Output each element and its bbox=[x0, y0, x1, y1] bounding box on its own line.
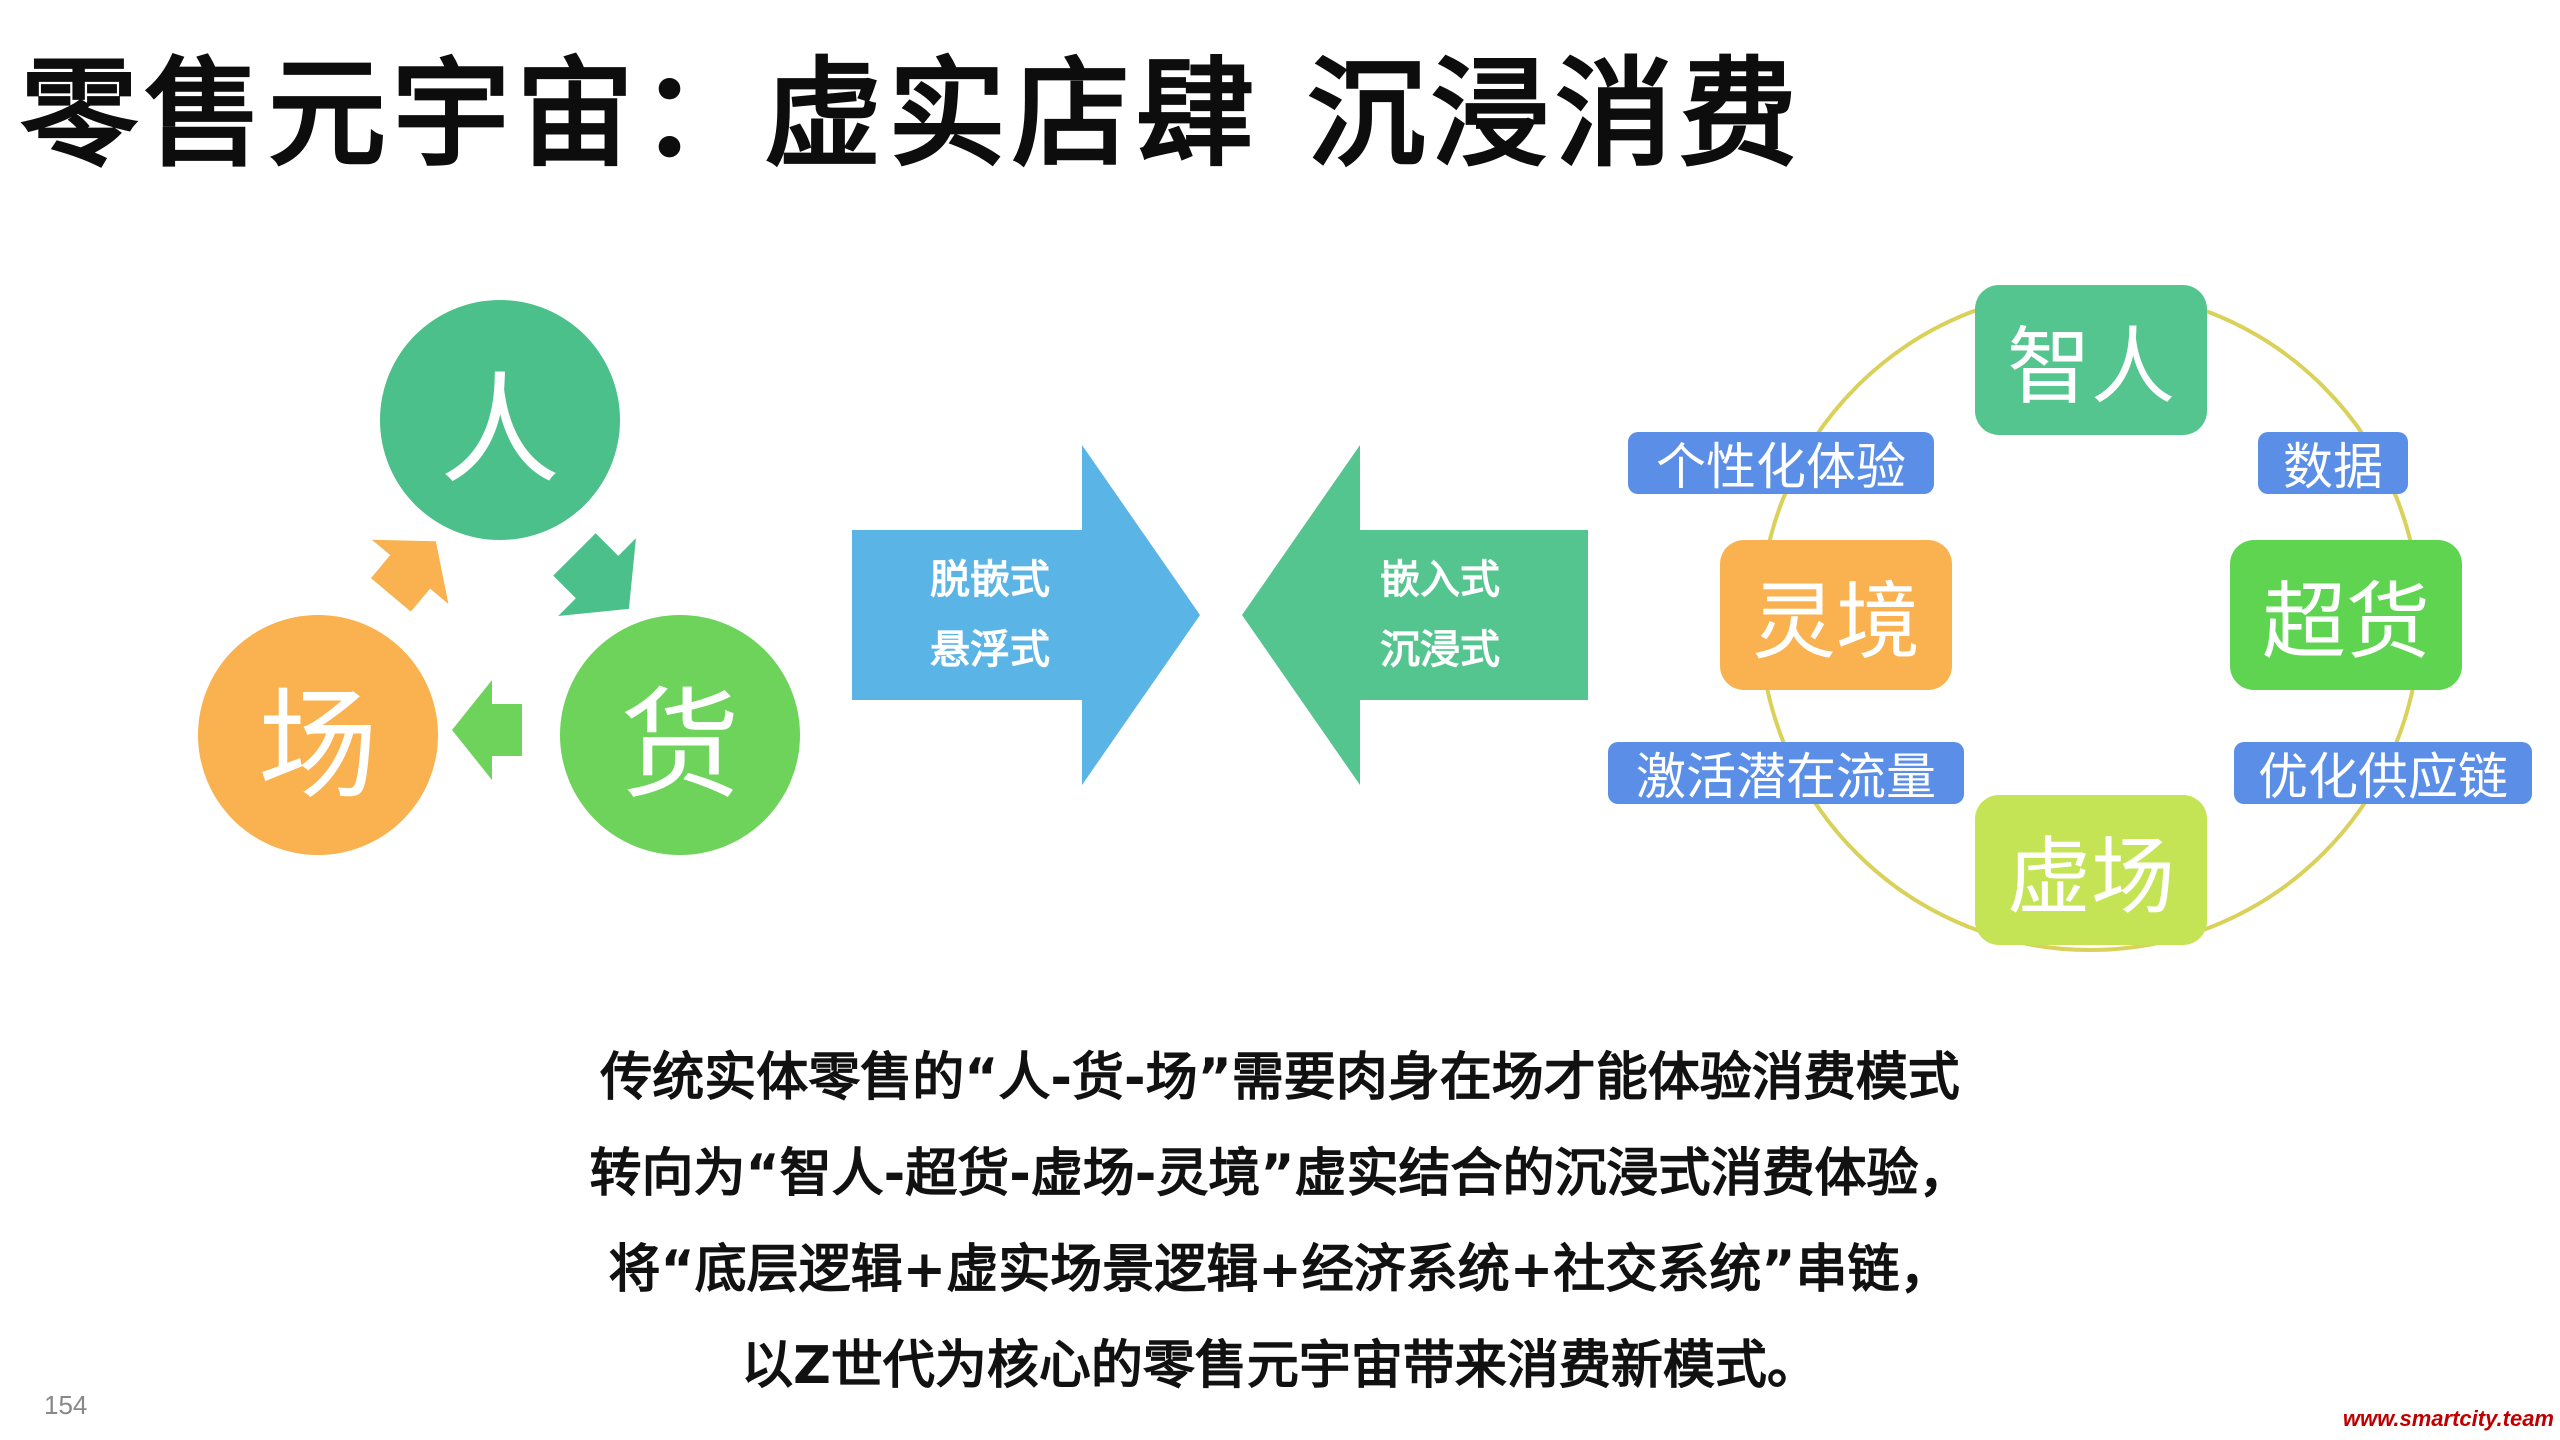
blue-arrow-line2: 悬浮式 bbox=[930, 627, 1050, 673]
tag-supply: 优化供应链 bbox=[2234, 742, 2532, 806]
description-block: 传统实体零售的“人-货-场”需要肉身在场才能体验消费模式 转向为“智人-超货-虚… bbox=[0, 1030, 2560, 1414]
circle-person-label: 人 bbox=[440, 362, 560, 501]
blue-arrow-right bbox=[852, 445, 1200, 785]
green-arrow-text: 嵌入式 沉浸式 bbox=[1350, 545, 1530, 685]
watermark: www.smartcity.team bbox=[2342, 1406, 2554, 1431]
description-line-4: 以Z世代为核心的零售元宇宙带来消费新模式。 bbox=[741, 1336, 1819, 1396]
description-line-3: 将“底层逻辑+虚实场景逻辑+经济系统+社交系统”串链， bbox=[608, 1240, 1952, 1300]
green-arrow-left bbox=[1242, 445, 1588, 785]
node-virtual-place: 虚场 bbox=[1975, 795, 2207, 945]
description-line-2: 转向为“智人-超货-虚场-灵境”虚实结合的沉浸式消费体验， bbox=[589, 1144, 1971, 1204]
tag-traffic: 激活潜在流量 bbox=[1608, 742, 1964, 806]
cycle-arrow-place-to-person bbox=[370, 539, 449, 612]
node-spirit-realm: 灵境 bbox=[1720, 540, 1952, 690]
blue-arrow-line1: 脱嵌式 bbox=[930, 557, 1050, 603]
node-super-goods: 超货 bbox=[2230, 540, 2462, 690]
circle-place: 场 bbox=[198, 615, 438, 855]
node-virtual-place-label: 虚场 bbox=[2006, 827, 2175, 926]
circle-place-label: 场 bbox=[258, 677, 378, 816]
node-smart-person: 智人 bbox=[1975, 285, 2207, 435]
node-spirit-realm-label: 灵境 bbox=[1751, 572, 1920, 671]
cycle-arrow-goods-to-place bbox=[452, 680, 522, 780]
page-number: 154 bbox=[44, 1390, 88, 1420]
circle-goods: 货 bbox=[560, 615, 800, 855]
tag-personalized: 个性化体验 bbox=[1628, 432, 1934, 496]
node-smart-person-label: 智人 bbox=[2006, 317, 2175, 416]
node-super-goods-label: 超货 bbox=[2261, 572, 2430, 671]
green-arrow-line2: 沉浸式 bbox=[1380, 627, 1500, 673]
page-title: 零售元宇宙：虚实店肆 沉浸消费 bbox=[20, 45, 1804, 183]
blue-arrow-text: 脱嵌式 悬浮式 bbox=[900, 545, 1080, 685]
cycle-arrow-person-to-goods bbox=[553, 533, 636, 616]
description-line-1: 传统实体零售的“人-货-场”需要肉身在场才能体验消费模式 bbox=[600, 1048, 1960, 1108]
tag-data: 数据 bbox=[2258, 432, 2408, 496]
green-arrow-line1: 嵌入式 bbox=[1380, 557, 1500, 603]
circle-person: 人 bbox=[380, 300, 620, 540]
circle-goods-label: 货 bbox=[620, 677, 740, 816]
